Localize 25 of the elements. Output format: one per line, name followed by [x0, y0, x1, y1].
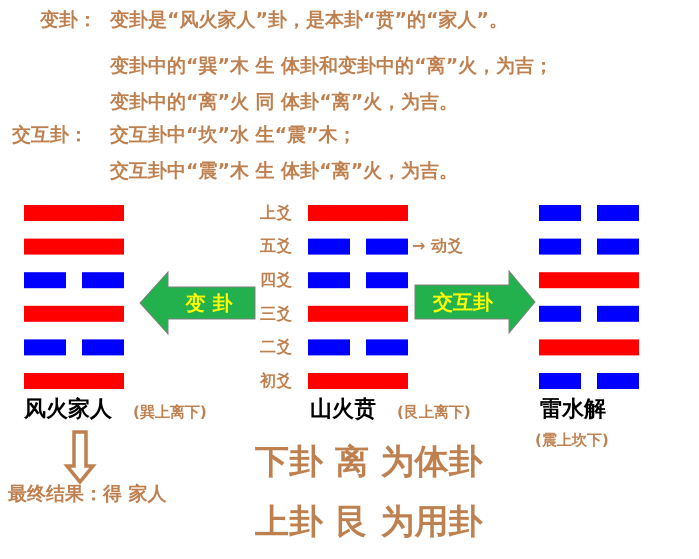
- hexagram-title: 雷水解: [540, 398, 606, 422]
- hexagram-caption: (震上坎下): [535, 432, 609, 448]
- line-label: 五爻: [260, 237, 292, 255]
- note-text: 变卦中的“离”火 同 体卦“离”火，为吉。: [110, 92, 458, 113]
- section-heading: 变卦：: [40, 10, 97, 31]
- conclusion-text: 上卦 艮 为用卦: [255, 504, 483, 542]
- line-label: 二爻: [260, 338, 292, 356]
- hexagram-title: 山火贲: [310, 398, 376, 422]
- hexagram-title: 风火家人: [24, 398, 112, 422]
- line-label: 四爻: [260, 271, 292, 289]
- hexagram-caption: (艮上离下): [397, 404, 471, 420]
- edge-label: 变 卦: [184, 292, 234, 314]
- note-text: 变卦中的“巽”木 生 体卦和变卦中的“离”火，为吉；: [110, 56, 554, 77]
- note-text: 交互卦中“震”木 生 体卦“离”火，为吉。: [110, 161, 458, 182]
- note-text: 交互卦中“坎”水 生“震”木；: [110, 125, 357, 146]
- note-text: 变卦是“风火家人”卦，是本卦“贲”的“家人”。: [110, 10, 508, 31]
- block-arrow: [63, 430, 97, 485]
- line-label: 三爻: [260, 305, 292, 323]
- hexagram-caption: (巽上离下): [133, 404, 207, 420]
- result-text: 最终结果：得 家人: [8, 484, 167, 505]
- section-heading: 交互卦：: [12, 125, 88, 146]
- line-label: 上爻: [260, 204, 292, 222]
- conclusion-text: 下卦 离 为体卦: [255, 444, 483, 482]
- edge-label: 交互卦: [431, 291, 495, 313]
- line-label: 初爻: [260, 372, 292, 390]
